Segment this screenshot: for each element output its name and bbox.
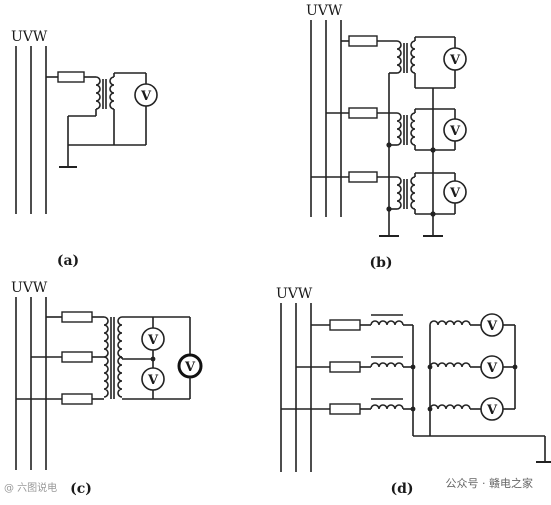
transformer-primary-coil	[103, 316, 109, 358]
bus-label-a: UVW	[11, 29, 48, 45]
transformer-secondary-coil	[117, 356, 123, 398]
voltmeter-symbol: V	[449, 124, 461, 139]
transformer-primary-coil	[396, 176, 402, 210]
fuse	[329, 361, 361, 373]
panel-caption-c: (c)	[70, 481, 92, 497]
transformer-primary-coil	[103, 356, 109, 398]
bus-label-b: UVW	[306, 3, 343, 19]
voltmeter-symbol: V	[449, 186, 461, 201]
transformer-secondary-coil	[410, 40, 416, 74]
transformer-primary-coil	[370, 362, 404, 368]
source-watermark: 公众号 · 赣电之家	[441, 474, 537, 492]
fuse	[61, 351, 93, 363]
junction-dot	[386, 206, 392, 212]
transformer-primary-coil	[396, 112, 402, 146]
transformer-primary-coil	[396, 40, 402, 74]
panel-caption-a: (a)	[57, 253, 79, 269]
junction-dot	[410, 406, 416, 412]
source-watermark-left: @ 六图说电	[4, 483, 58, 494]
panel-caption-b: (b)	[369, 255, 392, 271]
fuse	[61, 311, 93, 323]
junction-dot	[427, 406, 433, 412]
bus-label-c: UVW	[11, 280, 48, 296]
fuse	[57, 71, 85, 83]
transformer-secondary-coil	[410, 176, 416, 210]
panel-a: UVW V (a)	[11, 29, 158, 269]
fuse	[348, 107, 378, 119]
transformer-secondary-coil	[410, 112, 416, 146]
fuse	[61, 393, 93, 405]
bus-label-d: UVW	[276, 286, 313, 302]
fuse	[348, 171, 378, 183]
panel-b: UVW V V	[306, 3, 467, 271]
transformer-primary-coil	[370, 320, 404, 326]
voltmeter-symbol: V	[147, 373, 159, 388]
voltmeter-symbol: V	[449, 53, 461, 68]
voltmeter-symbol: V	[486, 403, 498, 418]
voltmeter-symbol: V	[147, 333, 159, 348]
voltmeter-symbol: V	[140, 89, 152, 104]
junction-dot	[427, 364, 433, 370]
transformer-secondary-coil	[109, 76, 115, 110]
junction-dot	[386, 142, 392, 148]
panel-caption-d: (d)	[390, 481, 413, 497]
transformer-secondary-coil	[117, 316, 123, 358]
junction-dot	[410, 364, 416, 370]
transformer-secondary-coil	[429, 362, 471, 368]
transformer-secondary-coil	[429, 320, 471, 326]
junction-dot	[430, 211, 436, 217]
panel-d: UVW V V V	[276, 286, 551, 497]
panel-c: UVW V V V	[11, 280, 203, 497]
voltmeter-symbol: V	[486, 319, 498, 334]
junction-dot	[430, 147, 436, 153]
fuse	[329, 319, 361, 331]
transformer-primary-coil	[370, 404, 404, 410]
voltmeter-symbol: V	[184, 360, 196, 375]
transformer-secondary-coil	[429, 404, 471, 410]
junction-dot	[512, 364, 518, 370]
transformer-primary-coil	[95, 76, 101, 110]
voltmeter-symbol: V	[486, 361, 498, 376]
fuse	[348, 35, 378, 47]
fuse	[329, 403, 361, 415]
